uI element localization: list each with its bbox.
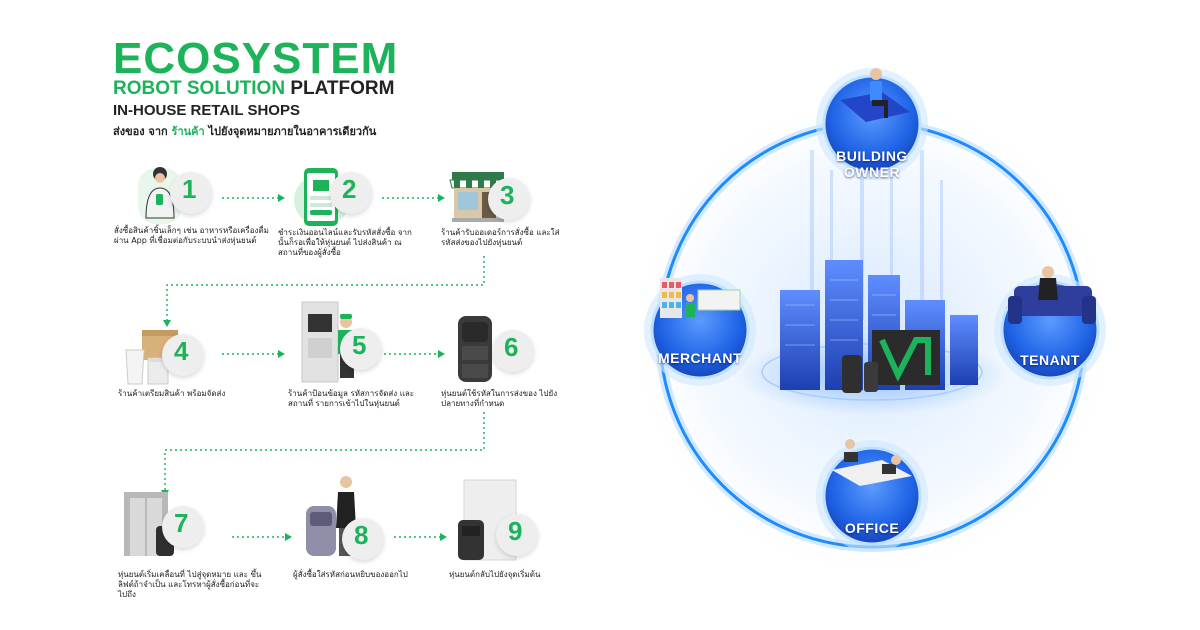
section-heading: IN-HOUSE RETAIL SHOPS [113, 102, 300, 119]
step-4-bubble [162, 334, 204, 376]
elevator-robot-icon [124, 492, 174, 556]
step-1-text: สั่งซื้อสินค้าชิ้นเล็กๆ เช่น อาหารหรือเค… [114, 226, 269, 245]
step-4-text: ร้านค้าเตรียมสินค้า พร้อมจัดส่ง [118, 389, 226, 398]
step-7-text: หุ่นยนต์เริ่มเคลื่อนที่ ไปสู่จุดหมาย และ… [118, 570, 262, 599]
step-8-number: 8 [354, 520, 369, 550]
tagline-part-b: ร้านค้า [171, 125, 205, 138]
step-3: 3 [448, 166, 558, 236]
merchant-icon [660, 278, 741, 318]
flow-connectors [161, 194, 485, 541]
step-5-number: 5 [352, 330, 367, 360]
customer-phone-icon [138, 167, 182, 224]
step-2-text: ชำระเงินออนไลน์และรับรหัสสั่งซื้อ จากนั้… [278, 228, 412, 257]
node-merchant [644, 274, 756, 386]
arrow-6-7 [164, 412, 485, 490]
step-1: 1 [130, 160, 240, 230]
step-9-text: หุ่นยนต์กลับไปยังจุดเริ่มต้น [449, 570, 541, 579]
tagline-part-a: ส่งของ จาก [113, 125, 172, 138]
step-7-number: 7 [174, 508, 189, 538]
step-7-bubble [162, 506, 204, 548]
tenant-icon [1008, 266, 1096, 324]
node-tenant-label: TENANT [1020, 352, 1080, 368]
building-owner-icon [840, 68, 910, 122]
step-9-number: 9 [508, 516, 523, 546]
subtitle-robot-solution: ROBOT SOLUTION [113, 78, 286, 99]
tagline-part-c: ไปยังจุดหมายภายใน [204, 125, 307, 138]
brand-logo-mark [879, 337, 931, 382]
step-9: 9 [456, 478, 566, 563]
step-4: 4 [122, 322, 232, 392]
step-8-bubble [342, 518, 384, 560]
step-6-text: หุ่นยนต์ใช้รหัสในการส่งของ ไปยังปลายทางท… [441, 389, 558, 408]
step-2-number: 2 [342, 174, 357, 204]
node-merchant-label: MERCHANT [657, 350, 743, 366]
step-7: 7 [122, 490, 232, 560]
node-office-label: OFFICE [844, 520, 900, 536]
node-building-owner [816, 68, 928, 180]
ecosystem-diagram [622, 68, 1122, 585]
city-towers-icon [780, 140, 978, 393]
tagline: ส่งของ จาก ร้านค้า ไปยังจุดหมายภายในอาคา… [113, 122, 376, 140]
step-2-bubble [330, 172, 372, 214]
step-5: 5 [300, 300, 410, 385]
step-6-number: 6 [504, 332, 519, 362]
customer-receive-icon [306, 476, 356, 556]
step-2: 2 [290, 160, 400, 230]
subtitle-platform: PLATFORM [290, 78, 395, 99]
step-4-number: 4 [174, 336, 189, 366]
step-5-bubble [340, 328, 382, 370]
step-1-bubble [170, 172, 212, 214]
step-3-text: ร้านค้ารับออเดอร์การสั่งซื้อ และใส่รหัสส… [441, 228, 560, 247]
step-6: 6 [452, 312, 562, 387]
node-tenant [994, 266, 1106, 386]
step-3-number: 3 [500, 180, 515, 210]
page-subtitle: ROBOT SOLUTION PLATFORM [113, 78, 394, 100]
step-5-text: ร้านค้าป้อนข้อมูล รหัสการจัดส่ง และสถานท… [288, 389, 415, 408]
node-building-owner-label: BUILDING OWNER [836, 148, 908, 180]
node-office [816, 439, 928, 552]
step-1-number: 1 [182, 174, 197, 204]
step-8: 8 [302, 472, 412, 562]
delivery-robot-icon [458, 316, 492, 382]
office-icon [832, 439, 912, 486]
step-3-bubble [488, 178, 530, 220]
step-9-bubble [496, 514, 538, 556]
page-title: ECOSYSTEM [113, 34, 399, 83]
step-6-bubble [492, 330, 534, 372]
step-8-text: ผู้สั่งซื้อใส่รหัสก่อนหยิบของออกไป [293, 570, 408, 579]
tagline-part-d: อาคารเดียวกัน [306, 125, 377, 138]
